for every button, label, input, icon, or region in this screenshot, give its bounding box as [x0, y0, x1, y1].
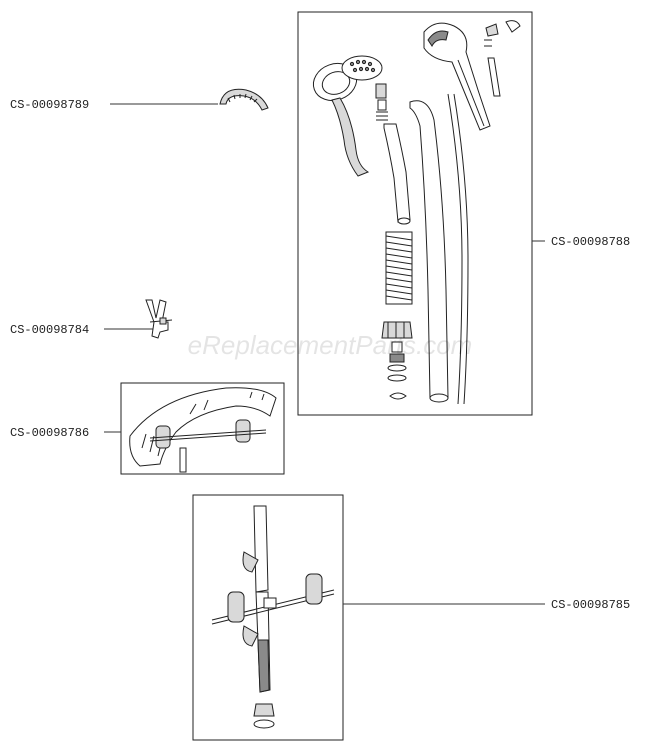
pole-assembly-drawing: [211, 505, 335, 729]
frame-holder-bracket: [120, 382, 285, 475]
part-label-98785[interactable]: CS-00098785: [551, 598, 630, 612]
watermark-text: eReplacementParts.com: [188, 330, 473, 360]
part-label-98788[interactable]: CS-00098788: [551, 235, 630, 249]
part-label-98786[interactable]: CS-00098786: [10, 426, 89, 440]
part-label-98789[interactable]: CS-00098789: [10, 98, 89, 112]
holder-bracket-drawing: [129, 387, 277, 473]
fork-bracket-drawing: [145, 299, 173, 339]
frame-hose-assembly: [297, 11, 533, 416]
hose-assembly-drawing: [312, 20, 521, 405]
curved-clip-drawing: [219, 88, 269, 111]
part-label-98784[interactable]: CS-00098784: [10, 323, 89, 337]
frame-pole-assembly: [192, 494, 344, 741]
